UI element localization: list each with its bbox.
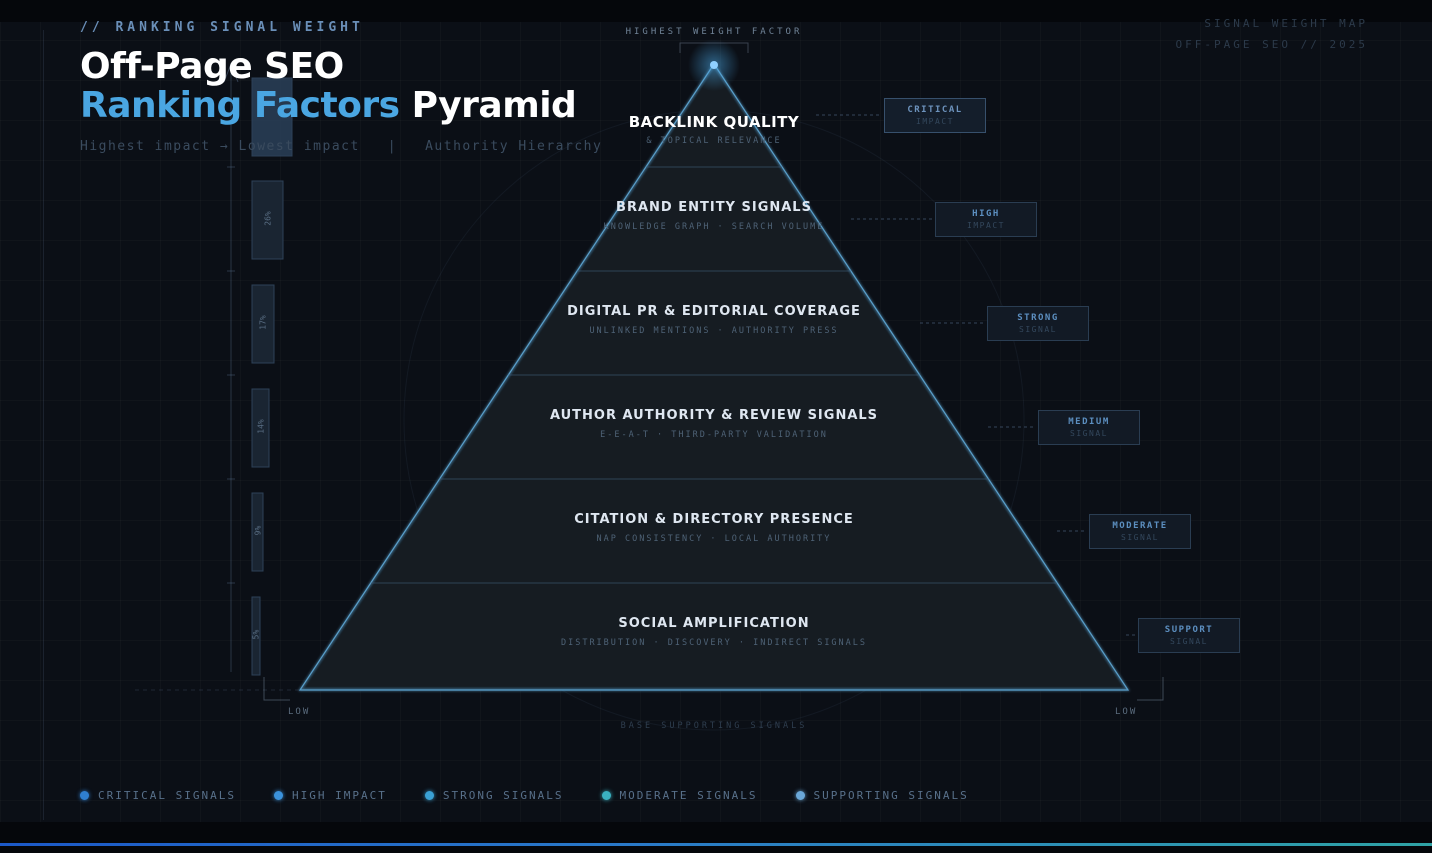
badge-kind: SIGNAL — [1019, 325, 1057, 334]
tier-badge-5: MODERATE SIGNAL — [1089, 514, 1191, 549]
eyebrow-label: // RANKING SIGNAL WEIGHT — [80, 20, 364, 35]
legend-item-2: HIGH IMPACT — [273, 789, 387, 802]
legend-dot-icon — [80, 791, 89, 800]
badge-kind: IMPACT — [967, 221, 1005, 230]
legend-item-4: MODERATE SIGNALS — [601, 789, 758, 802]
weight-bar-label-2: 26% — [263, 211, 272, 226]
tier-subtitle-4: E-E-A-T · THIRD-PARTY VALIDATION — [600, 430, 828, 440]
badge-kind: SIGNAL — [1070, 429, 1108, 438]
legend-label: SUPPORTING SIGNALS — [813, 789, 969, 802]
weight-bar-label-5: 9% — [253, 525, 262, 536]
apex-label: HIGHEST WEIGHT FACTOR — [625, 27, 803, 37]
title-accent: Ranking Factors — [80, 85, 400, 126]
badge-kind: SIGNAL — [1170, 637, 1208, 646]
weight-bar-5 — [251, 492, 264, 572]
legend-label: STRONG SIGNALS — [442, 789, 564, 802]
tier-title-4: AUTHOR AUTHORITY & REVIEW SIGNALS — [549, 408, 879, 423]
badge-kind: SIGNAL — [1121, 533, 1159, 542]
tier-title-6: SOCIAL AMPLIFICATION — [618, 616, 810, 631]
corner-tag-subtitle: OFF-PAGE SEO // 2025 — [1175, 38, 1368, 51]
badge-level: HIGH — [972, 209, 1000, 219]
weight-bar-6 — [251, 596, 261, 676]
badge-kind: IMPACT — [916, 117, 954, 126]
pyramid-glow — [298, 62, 1130, 691]
left-rule — [43, 30, 44, 820]
legend-dot-icon — [601, 791, 611, 800]
legend: CRITICAL SIGNALS HIGH IMPACT STRONG SIGNAL… — [80, 789, 969, 802]
tier-title-5: CITATION & DIRECTORY PRESENCE — [574, 512, 854, 527]
weight-axis-arrow — [223, 62, 239, 83]
tier-subtitle-2: KNOWLEDGE GRAPH · SEARCH VOLUME — [603, 222, 825, 232]
tier-title-2: BRAND ENTITY SIGNALS — [616, 200, 812, 215]
tier-subtitle-6: DISTRIBUTION · DISCOVERY · INDIRECT SIGN… — [560, 638, 868, 648]
tier-badge-6: SUPPORT SIGNAL — [1138, 618, 1240, 653]
base-label: BASE SUPPORTING SIGNALS — [620, 721, 808, 731]
weight-bar-2 — [251, 180, 284, 260]
legend-item-5: SUPPORTING SIGNALS — [795, 789, 969, 802]
legend-item-3: STRONG SIGNALS — [424, 789, 564, 802]
tier-badge-4: MEDIUM SIGNAL — [1038, 410, 1140, 445]
base-bracket-right — [1137, 677, 1164, 701]
tier-badge-1: CRITICAL IMPACT — [884, 98, 986, 133]
page-title-line2: Ranking Factors Pyramid — [80, 85, 577, 126]
apex-dot — [710, 61, 718, 69]
tier-badge-3: STRONG SIGNAL — [987, 306, 1089, 341]
title-rest: Pyramid — [411, 85, 577, 126]
badge-level: MODERATE — [1112, 521, 1168, 531]
legend-dot-icon — [273, 791, 283, 800]
legend-label: MODERATE SIGNALS — [619, 789, 758, 802]
pyramid-outline — [298, 62, 1130, 691]
tier-subtitle-1: & TOPICAL RELEVANCE — [646, 136, 782, 146]
badge-level: CRITICAL — [907, 105, 963, 115]
weight-bar-3 — [251, 284, 275, 364]
bottom-accent-line — [0, 843, 1432, 846]
tier-badge-2: HIGH IMPACT — [935, 202, 1037, 237]
bottom-band — [0, 822, 1432, 853]
weight-bar-label-6: 5% — [251, 629, 261, 640]
weight-bar-4 — [251, 388, 270, 468]
corner-tag-title: SIGNAL WEIGHT MAP — [1204, 17, 1368, 30]
apex-bracket — [679, 42, 749, 53]
tier-title-3: DIGITAL PR & EDITORIAL COVERAGE — [567, 304, 861, 319]
legend-dot-icon — [795, 791, 805, 800]
tier-subtitle-5: NAP CONSISTENCY · LOCAL AUTHORITY — [596, 534, 832, 544]
top-band — [0, 0, 1432, 22]
page-title: Off-Page SEO — [80, 46, 344, 87]
tier-title-1: BACKLINK QUALITY — [628, 113, 800, 131]
low-label-left: LOW — [288, 707, 311, 717]
legend-dot-icon — [424, 791, 434, 800]
tier-subtitle-3: UNLINKED MENTIONS · AUTHORITY PRESS — [589, 326, 839, 336]
badge-level: STRONG — [1017, 313, 1059, 323]
page-subtitle: Highest impact → Lowest impact | Authori… — [80, 139, 603, 154]
legend-label: HIGH IMPACT — [291, 789, 387, 802]
low-label-right: LOW — [1115, 707, 1138, 717]
weight-bar-label-4: 14% — [256, 419, 265, 434]
base-bracket-left — [263, 677, 290, 701]
badge-level: MEDIUM — [1068, 417, 1110, 427]
badge-level: SUPPORT — [1164, 625, 1214, 635]
legend-item-1: CRITICAL SIGNALS — [80, 789, 236, 802]
weight-bar-label-3: 17% — [258, 315, 268, 330]
weight-bar-1 — [251, 77, 293, 157]
legend-label: CRITICAL SIGNALS — [98, 789, 236, 802]
